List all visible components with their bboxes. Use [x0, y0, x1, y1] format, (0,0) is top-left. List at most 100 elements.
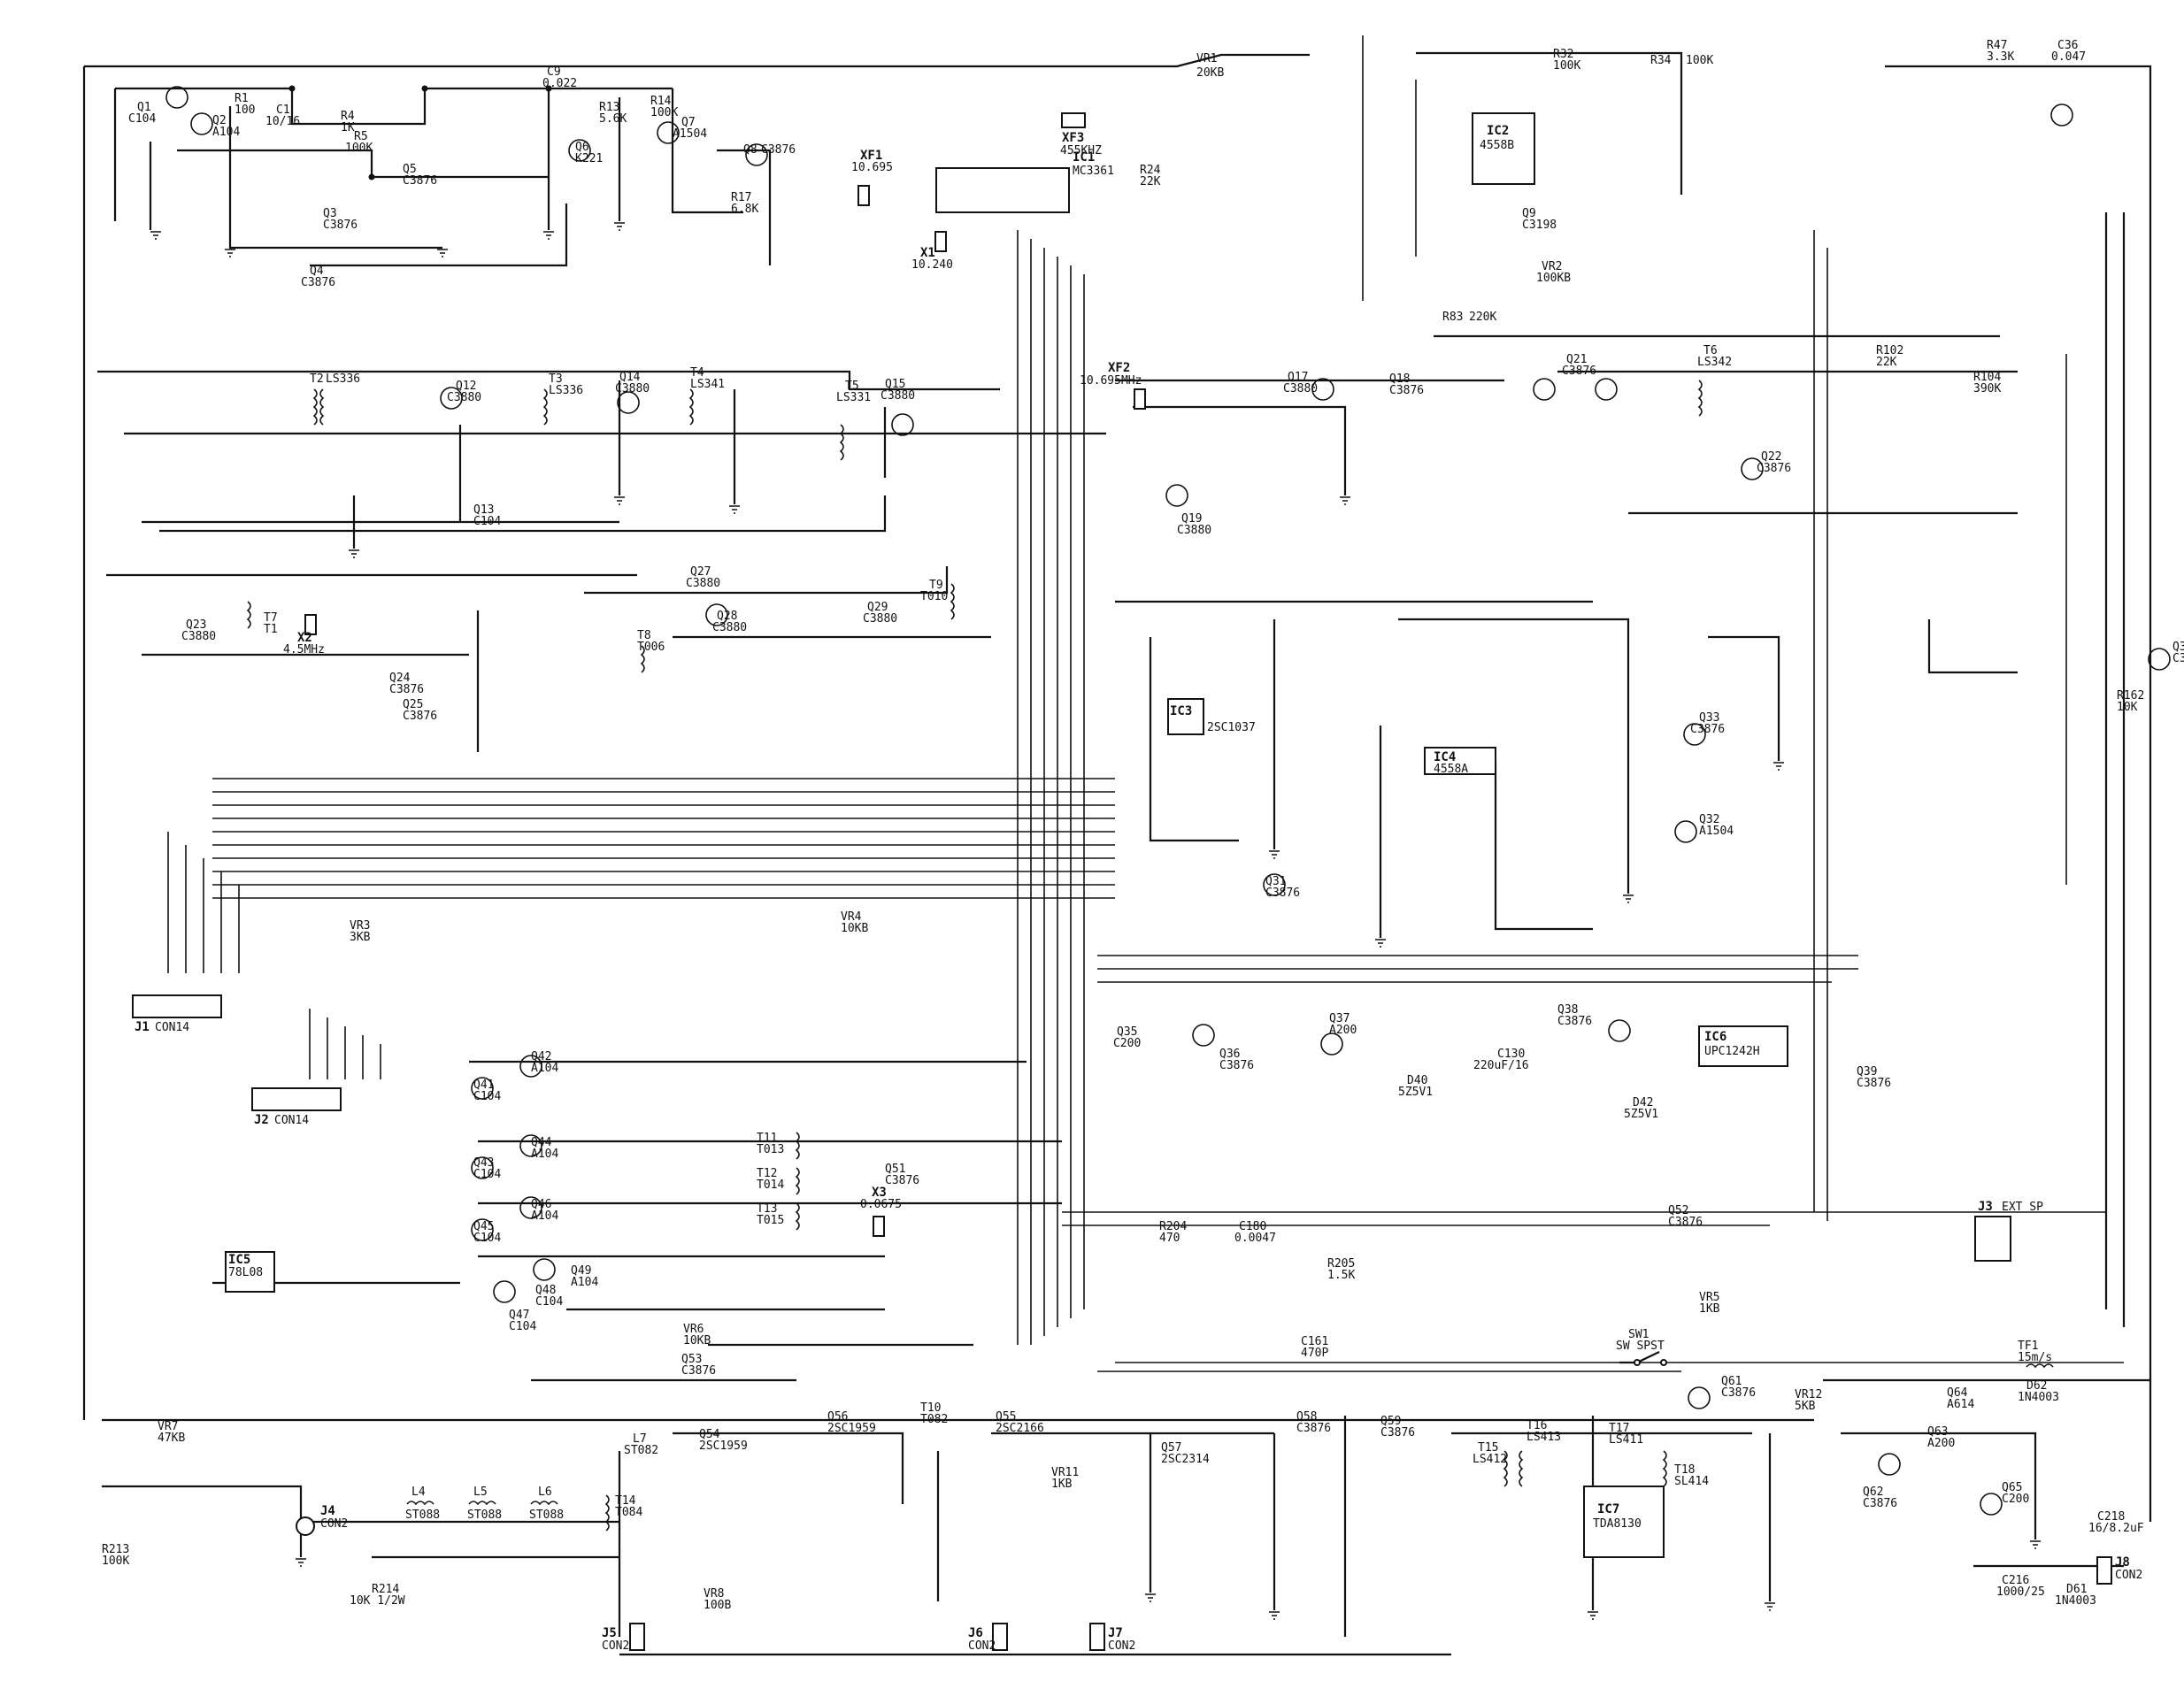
t6-ref: T6	[1703, 344, 1718, 357]
j5-ref: J5	[602, 1626, 617, 1640]
ic5-ref: IC5	[228, 1253, 250, 1267]
xf1-value: 10.695	[851, 161, 893, 174]
q27-part: C3880	[686, 577, 720, 590]
q58-part: C3876	[1296, 1422, 1331, 1435]
l4-part: ST088	[405, 1509, 440, 1522]
q65-ref: Q65	[2002, 1481, 2022, 1494]
t8-ref: T8	[637, 629, 651, 642]
q31-ref: Q31	[1265, 875, 1286, 888]
q45-part: C104	[473, 1232, 501, 1245]
t10-part: T082	[920, 1413, 948, 1426]
t14-part: T084	[615, 1506, 642, 1519]
j8-box	[2096, 1556, 2112, 1585]
r47-value: 3.3K	[1987, 50, 2014, 64]
t11-ref: T11	[757, 1132, 777, 1145]
q8-part: C3876	[761, 143, 796, 157]
q49-ref: Q49	[571, 1264, 591, 1278]
c130-value: 220uF/16	[1473, 1059, 1529, 1072]
j3-part: EXT SP	[2002, 1201, 2043, 1214]
ic2-box	[1472, 112, 1535, 185]
q44-ref: Q44	[531, 1136, 552, 1149]
vr5-ref: VR5	[1699, 1291, 1719, 1304]
q56-ref: Q56	[827, 1410, 848, 1424]
c180-ref: C180	[1239, 1220, 1266, 1233]
x3-ref: X3	[872, 1186, 887, 1200]
t18-part: SL414	[1674, 1475, 1709, 1488]
ic1-part: MC3361	[1073, 165, 1114, 178]
j4-ref: J4	[320, 1504, 335, 1518]
q35-ref: Q35	[1117, 1025, 1137, 1039]
ic3-box	[1167, 698, 1204, 735]
q62-part: C3876	[1863, 1497, 1897, 1510]
coil-symbols	[246, 380, 2054, 1532]
q53-part: C3876	[681, 1364, 716, 1378]
q2-part: A104	[212, 126, 240, 139]
vr11-ref: VR11	[1051, 1466, 1079, 1479]
r213-value: 100K	[102, 1555, 129, 1568]
q22-part: C3876	[1757, 462, 1791, 475]
r1-value: 100	[235, 104, 255, 117]
q17-part: C3880	[1283, 382, 1318, 395]
q8-ref: Q8	[743, 143, 757, 157]
r4-value: 1K	[341, 121, 355, 134]
transformer-labels: T2 LS336 T3 LS336 T4 LS341 T5 LS331 T6 L…	[264, 344, 2052, 1522]
r102-value: 22K	[1876, 356, 1897, 369]
q32-part: A1504	[1699, 825, 1734, 838]
r205-ref: R205	[1327, 1257, 1355, 1271]
q47-part: C104	[509, 1320, 536, 1333]
r13-value: 5.6K	[599, 112, 627, 126]
ic7-box	[1583, 1486, 1665, 1558]
d61-value: 1N4003	[2055, 1594, 2096, 1608]
q48-part: C104	[535, 1295, 563, 1309]
c1-ref: C1	[276, 104, 290, 117]
q55-part: 2SC2166	[996, 1422, 1044, 1435]
q45-ref: Q45	[473, 1220, 494, 1233]
c161-value: 470P	[1301, 1347, 1328, 1360]
j2-part: CON14	[274, 1114, 309, 1127]
q53-ref: Q53	[681, 1353, 702, 1366]
t3-part: LS336	[549, 384, 583, 397]
ground-symbols	[150, 222, 2041, 1620]
t15-part: LS412	[1473, 1453, 1507, 1466]
j6-part: CON2	[968, 1639, 996, 1653]
l4-ref: L4	[411, 1486, 426, 1499]
q24-part: C3876	[389, 683, 424, 696]
q48-ref: Q48	[535, 1284, 556, 1297]
q29-ref: Q29	[867, 601, 888, 614]
q44-part: A104	[531, 1148, 558, 1161]
section-audio-mid	[106, 566, 2018, 938]
t7-ref: T7	[264, 611, 278, 625]
t14-ref: T14	[615, 1494, 636, 1508]
q28-ref: Q28	[717, 610, 737, 623]
q32-ref: Q32	[1699, 813, 1719, 826]
q12-part: C3880	[447, 391, 481, 404]
x1-ref: X1	[920, 246, 935, 260]
vr4-ref: VR4	[841, 910, 862, 924]
q25-ref: Q25	[403, 698, 423, 711]
tf1-ref: TF1	[2018, 1340, 2038, 1353]
q27-ref: Q27	[690, 565, 711, 579]
q2-ref: Q2	[212, 114, 227, 127]
q38-ref: Q38	[1557, 1003, 1578, 1017]
t10-ref: T10	[920, 1401, 941, 1415]
q41-ref: Q41	[473, 1079, 494, 1092]
transistor-symbols	[165, 86, 2171, 1516]
r4-ref: R4	[341, 110, 355, 123]
q22-ref: Q22	[1761, 450, 1781, 464]
c9-ref: C9	[547, 65, 561, 79]
vr1-value: 20KB	[1196, 66, 1224, 80]
l7-part: ST082	[624, 1444, 658, 1457]
q35-part: C200	[1113, 1037, 1141, 1050]
vr6-value: 10KB	[683, 1334, 711, 1347]
q23-part: C3880	[181, 630, 216, 643]
t12-part: T014	[757, 1178, 784, 1192]
q43-part: C104	[473, 1168, 501, 1181]
r104-ref: R104	[1973, 371, 2001, 384]
r47-ref: R47	[1987, 39, 2007, 52]
t4-part: LS341	[690, 378, 725, 391]
vr2-ref: VR2	[1542, 260, 1562, 273]
q4-part: C3876	[301, 276, 335, 289]
j8-part: CON2	[2115, 1569, 2142, 1582]
d42-ref: D42	[1633, 1096, 1653, 1109]
q54-part: 2SC1959	[699, 1439, 748, 1453]
